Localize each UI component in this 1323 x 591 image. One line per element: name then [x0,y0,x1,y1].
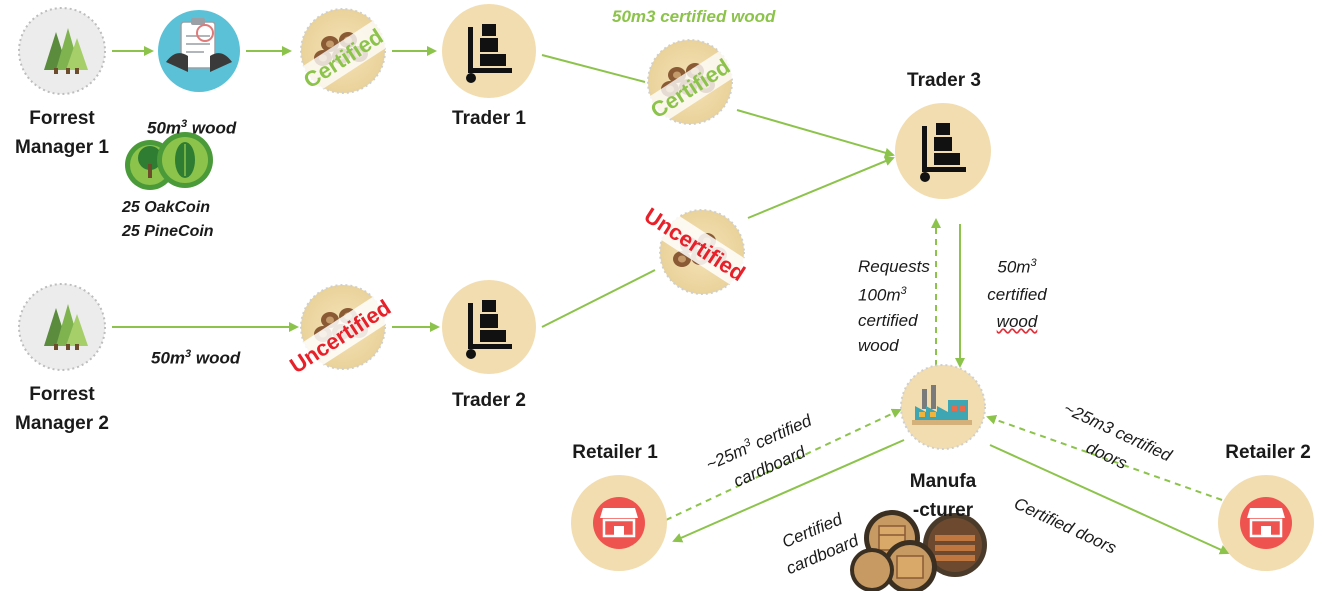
label-fm1-line2: Manager 1 [15,137,109,158]
label-fm2-line2: Manager 2 [15,413,109,434]
label-forest-manager-1: Forrest Manager 1 [0,104,124,162]
arrows [112,46,1230,555]
oak-pine-coins [125,132,213,190]
annotation-wood-fm1: 50m3 wood [147,118,237,138]
forest-manager-1-node [18,7,106,95]
label-retailer-1: Retailer 1 [572,442,658,463]
annotation-request: Requests 100m3 certified wood [858,254,930,358]
coin-icon [935,535,975,561]
annotation-oakcoin: 25 OakCoin [122,199,211,216]
uncertified-logs-node-2: Uncertified [626,192,764,296]
trader-2-node [442,280,536,374]
arrow-trader2-to-uncertified-wood [541,269,656,328]
arrow-trader1-to-certified-wood [541,54,646,83]
label-fm2-line1: Forrest [29,384,95,405]
forest-manager-2-node [18,283,106,371]
label-trader-1: Trader 1 [452,108,526,129]
arrow-retailer2-request-to-manufacturer [986,414,1223,501]
factory-icon [912,385,972,425]
annotation-request-line3: certified [858,310,918,330]
arrow-certified-wood-to-trader3 [736,109,895,158]
label-retailer-2: Retailer 2 [1225,442,1311,463]
uncertified-logs-node-1: Uncertified [273,284,407,387]
annotation-pinecoin: 25 PineCoin [122,223,214,240]
certified-logs-node-1: Certified [284,8,402,104]
product-coins [850,510,987,591]
retailer-1-node [571,475,667,571]
store-icon [600,508,638,538]
label-forest-manager-2: Forrest Manager 2 [0,380,124,438]
annotation-wood-fm2: 50m3 wood [151,348,241,368]
retailer-2-node [1218,475,1314,571]
annotation-delivery-line3: wood [996,311,1038,331]
annotation-delivery-line1: 50m3 [997,257,1037,277]
annotation-delivery: 50m3 certified wood [978,250,1056,335]
label-fm1-line1: Forrest [29,108,95,129]
annotation-request-line1: Requests [858,257,930,276]
arrow-manufacturer-to-retailer1 [672,439,905,543]
label-trader-2: Trader 2 [452,390,526,411]
forest-icon [44,28,88,74]
arrow-uncertified-wood-to-trader3 [747,156,895,219]
annotation-certified-wood-top: 50m3 certified wood [612,7,776,26]
manufacturer-node [900,364,986,450]
annotation-coins: 25 OakCoin 25 PineCoin [122,196,214,244]
audit-node [158,10,240,92]
clipboard-audit-icon [166,18,232,72]
label-manufacturer-line2: -cturer [912,500,974,521]
trader-1-node [442,4,536,98]
hand-truck-icon [466,24,512,83]
label-manufacturer: Manufa -cturer [895,467,991,525]
label-manufacturer-line1: Manufa [909,471,977,492]
annotation-request-line4: wood [858,335,899,355]
trader-3-node [895,103,991,199]
certified-logs-node-2: Certified [631,39,749,134]
label-trader-3: Trader 3 [907,70,981,91]
annotation-delivery-line2: certified [987,284,1047,304]
arrow-manufacturer-to-retailer2 [989,444,1230,555]
annotation-request-line2: 100m3 [858,285,907,305]
